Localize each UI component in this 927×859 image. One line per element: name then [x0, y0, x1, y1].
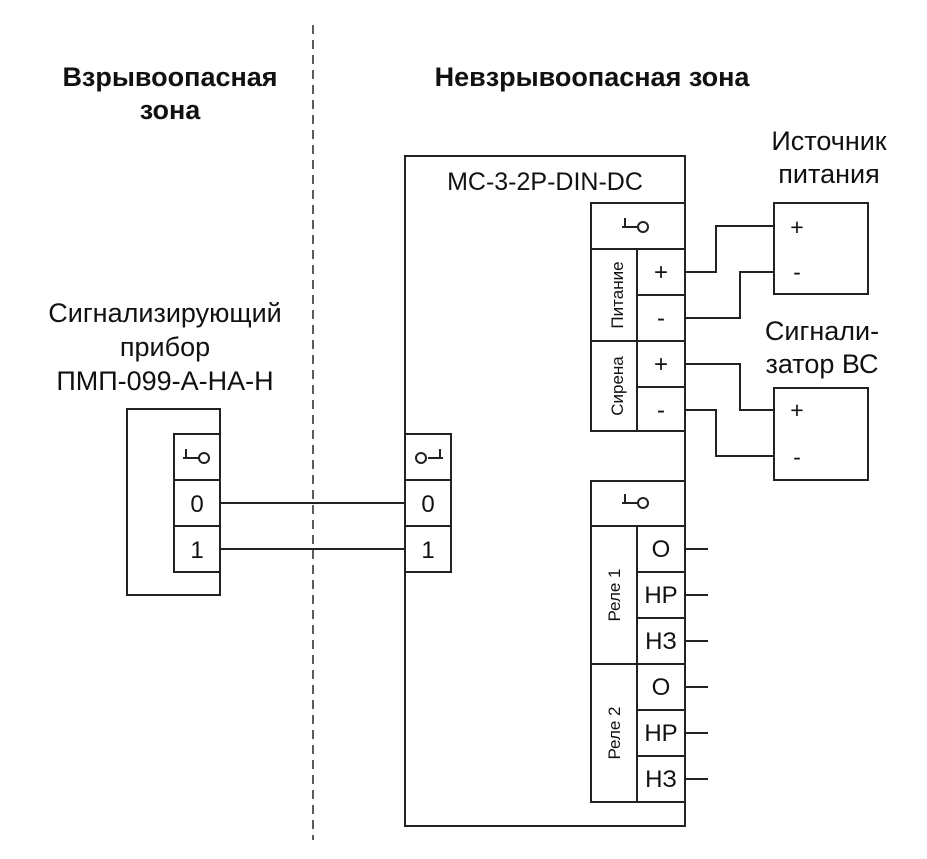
power-group-label: Питание [608, 261, 627, 328]
device-label-line3: ПМП-099-А-НА-Н [56, 366, 273, 396]
relay-block-ground-icon [622, 494, 649, 509]
safe-zone-title: Невзрывоопасная зона [435, 62, 751, 92]
power-supply-plus: + [790, 214, 803, 240]
siren-label-line2: затор ВС [765, 349, 878, 379]
relay1-label: Реле 1 [605, 568, 624, 621]
hazardous-zone-title-line1: Взрывоопасная [62, 62, 277, 92]
hazardous-zone-title-line2: зона [140, 95, 202, 125]
siren-label-line1: Сигнали- [765, 316, 879, 346]
wire-siren-minus [685, 409, 774, 457]
power-block-ground-icon [622, 218, 649, 233]
relay-output-leads [685, 548, 708, 780]
siren-minus: - [793, 444, 801, 470]
relay2-no: НР [644, 720, 677, 747]
relay1-no: НР [644, 582, 677, 609]
relay1-nc: НЗ [645, 628, 677, 655]
module-input-terminal-0: 0 [421, 491, 434, 518]
device-terminal-1: 1 [190, 537, 203, 564]
module-input-terminal-block [404, 433, 452, 573]
siren-group-label: Сирена [608, 356, 627, 416]
module-input-terminal-1: 1 [421, 537, 434, 564]
wire-siren-plus [685, 363, 774, 411]
device-label-line2: прибор [120, 332, 210, 362]
power-supply-label-line1: Источник [771, 126, 886, 156]
relay2-nc: НЗ [645, 766, 677, 793]
wire-power-plus [685, 225, 774, 273]
device-terminal-0: 0 [190, 491, 203, 518]
module-title: МС-3-2Р-DIN-DC [447, 168, 643, 196]
power-supply-box [773, 202, 869, 295]
power-plus-terminal: + [654, 259, 668, 286]
relay1-common: О [652, 536, 671, 563]
siren-plus-terminal: + [654, 351, 668, 378]
power-supply-label-line2: питания [778, 159, 879, 189]
device-intrinsic-safe-icon [183, 449, 210, 464]
relay2-label: Реле 2 [605, 706, 624, 759]
siren-plus: + [790, 397, 803, 423]
power-supply-minus: - [793, 259, 801, 285]
module-intrinsic-safe-icon [415, 449, 443, 464]
device-label-line1: Сигнализирующий [48, 298, 282, 328]
power-minus-terminal: - [657, 305, 665, 332]
siren-minus-terminal: - [657, 397, 665, 424]
wire-power-minus [685, 271, 774, 319]
siren-box [773, 387, 869, 481]
relay2-common: О [652, 674, 671, 701]
